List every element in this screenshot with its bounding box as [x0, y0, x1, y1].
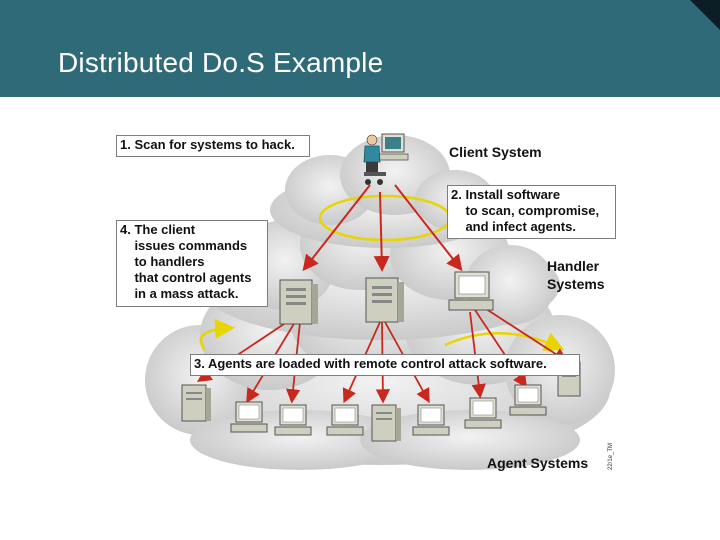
step-4-box: 4. The client issues commands to handler… [116, 220, 268, 307]
agent-desktop-icon [412, 404, 450, 436]
handler-loop-right [444, 332, 565, 351]
slide-title: Distributed Do.S Example [58, 47, 384, 78]
agent-server-icon [371, 404, 401, 442]
agent-server-icon [181, 384, 211, 422]
handler-server-icon [279, 279, 318, 325]
agent-desktop-icon [274, 404, 312, 436]
step-3-box: 3. Agents are loaded with remote control… [190, 354, 580, 376]
slide-header: Distributed Do.S Example [0, 0, 720, 97]
handler-desktop-icon [448, 271, 494, 311]
client-system-label: Client System [449, 144, 542, 160]
step-1-box: 1. Scan for systems to hack. [116, 135, 310, 157]
agent-desktop-icon [230, 401, 268, 433]
agent-systems-label: Agent Systems [487, 455, 589, 471]
handler-loop-left [199, 318, 235, 351]
agent-desktop-icon [326, 404, 364, 436]
corner-decoration [690, 0, 720, 30]
client-to-handler-arrows [302, 184, 463, 272]
handler-systems-label: Handler Systems [547, 258, 605, 292]
agent-desktop-icon [509, 384, 547, 416]
step-2-box: 2. Install software to scan, compromise,… [447, 185, 616, 239]
client-system-icon [363, 133, 409, 185]
handler-server-icon [365, 277, 404, 323]
agent-desktop-icon [464, 397, 502, 429]
figure-reference: 22/1e_TM [608, 442, 614, 470]
